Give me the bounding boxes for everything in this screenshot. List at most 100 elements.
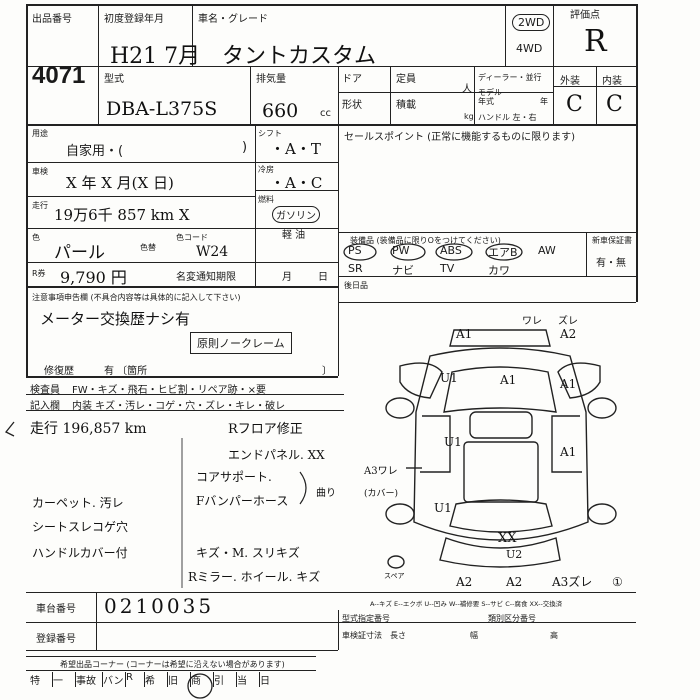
frame-row-mileage: [26, 196, 256, 197]
year-unit: 年: [540, 97, 548, 106]
recycle-value: 9,790 円: [60, 268, 127, 287]
shaken-label: 車検: [32, 167, 48, 176]
lot-number: 4071: [32, 62, 86, 89]
repair-label: 修復歴: [44, 366, 74, 377]
note-5: カーペット. 汚レ: [32, 496, 124, 510]
frame-row-color: [26, 228, 256, 229]
grade-value: R: [584, 24, 607, 59]
corner-item: 商: [191, 672, 214, 687]
corner-item: 日: [260, 676, 270, 687]
claim-label: 原則ノークレーム: [190, 332, 292, 354]
disp-unit: cc: [320, 108, 331, 119]
new-label: 新車保証書: [592, 236, 632, 245]
dmg-u1-fl: U1: [440, 371, 458, 385]
reg-value: H21 7月: [110, 44, 201, 69]
color-label: 色: [32, 233, 40, 242]
dmg-u1-rl: U1: [434, 501, 452, 515]
fmt-label: 型式指定番号: [342, 614, 390, 623]
frame-col-lot: [98, 4, 99, 124]
corner-item: 引: [214, 672, 237, 687]
corner-row: 特 一 事故 バン R 希 旧 商 引 当 日: [30, 672, 282, 687]
tax-month: 月: [282, 272, 292, 283]
frame-row-extint: [553, 86, 636, 87]
len-label: 長さ: [390, 631, 406, 640]
frame-row-equip: [338, 232, 636, 233]
frame-row-rear: [338, 276, 636, 277]
repair-value: 有 〔箇所: [104, 366, 148, 377]
use-label: 用途: [32, 129, 48, 138]
frame-row-wish-lbl: [26, 670, 316, 671]
frame-row-shaken: [26, 162, 338, 163]
frame-row-wish: [26, 656, 316, 657]
int-value: C: [606, 92, 623, 117]
mileage-value: 19万6千 857 km X: [54, 206, 190, 224]
frame-row-shift-fuel: [255, 190, 338, 191]
frame-row-regno-end: [26, 650, 338, 651]
note-1: 走行 196,857 km: [30, 421, 147, 437]
grade-label: 評価点: [570, 10, 600, 21]
frame-col-new: [586, 232, 587, 276]
frame-col-door: [338, 66, 339, 376]
int-label: 内装: [602, 76, 622, 87]
recycle-label: R券: [32, 269, 46, 278]
dmg-cover: (カバー): [364, 488, 398, 499]
note-4: Fバンパーホース: [196, 494, 289, 508]
ext-label: 外装: [560, 76, 580, 87]
notice-value: メーター交換歴ナシ有: [40, 310, 191, 328]
frame-col-2wd: [505, 4, 506, 66]
dmg-wa: ワレ: [522, 316, 542, 327]
shaken-value: X 年 X 月(X 日): [66, 174, 174, 192]
entry-label: 記入欄: [30, 401, 60, 412]
frame-row-shape: [338, 92, 553, 93]
frame-right: [636, 4, 638, 302]
note-7: ハンドルカバー付: [32, 546, 128, 560]
frame-col-cap: [390, 66, 391, 124]
inspector-label: 検査員: [30, 385, 60, 396]
corner-item: バン: [103, 672, 126, 687]
frame-row-recycle: [26, 262, 338, 263]
new-value: 有・無: [596, 258, 626, 269]
fuel-label: 燃料: [258, 195, 274, 204]
drive-2wd: 2WD: [512, 14, 551, 31]
dmg-zu: ズレ: [558, 314, 578, 327]
frame-left: [26, 4, 28, 376]
frame-row-insp-end: [26, 410, 344, 411]
ac-value: ・A・C: [270, 174, 323, 192]
dmg-xx: XX: [498, 531, 517, 546]
rear-label: 後日品: [344, 281, 368, 290]
equip-tv: TV: [440, 262, 455, 275]
frame-row-rear-end: [338, 302, 636, 303]
dmg-a3: A3ワレ: [363, 466, 398, 477]
color-change-label: 色替: [140, 243, 156, 252]
model-year-label: モデル年式: [478, 88, 502, 106]
equip-abs: ABS: [440, 244, 462, 257]
dmg-u2: U2: [506, 548, 522, 561]
frame-row-repair: [26, 376, 338, 378]
dmg-c1: ①: [612, 575, 623, 589]
use-value: 自家用・(: [66, 144, 124, 159]
ext-value: C: [566, 92, 583, 117]
equip-sr: SR: [348, 262, 363, 275]
frame-col-chassis: [96, 592, 97, 650]
frame-row-2: [26, 124, 636, 126]
disp-value: 660: [262, 100, 299, 122]
equip-navi: ナビ: [392, 264, 414, 277]
dmg-a2-b1: A2: [455, 575, 472, 589]
cap-label: 定員: [396, 74, 416, 85]
color-code-label: 色コード: [176, 233, 208, 242]
fuel-value: ガソリン: [272, 206, 320, 223]
use-close: ): [242, 140, 248, 155]
model-value: DBA-L375S: [106, 98, 218, 120]
equip-grid: PS PW ABS エアB AW SR ナビ TV カワ: [348, 244, 584, 278]
note-6: シートスレコゲ穴: [32, 520, 129, 534]
equip-leather: カワ: [488, 264, 510, 277]
class-label: 類別区分番号: [488, 614, 536, 623]
frame-top: [26, 4, 636, 6]
frame-row-chassis: [26, 592, 636, 593]
dmg-a2-b2: A2: [505, 575, 522, 589]
load-label: 積載: [396, 100, 416, 111]
frame-col-footer: [338, 610, 339, 650]
equip-circles: [343, 243, 523, 261]
chassis-value: 0210035: [104, 594, 215, 618]
note-2: エンドパネル. XX: [228, 448, 325, 462]
